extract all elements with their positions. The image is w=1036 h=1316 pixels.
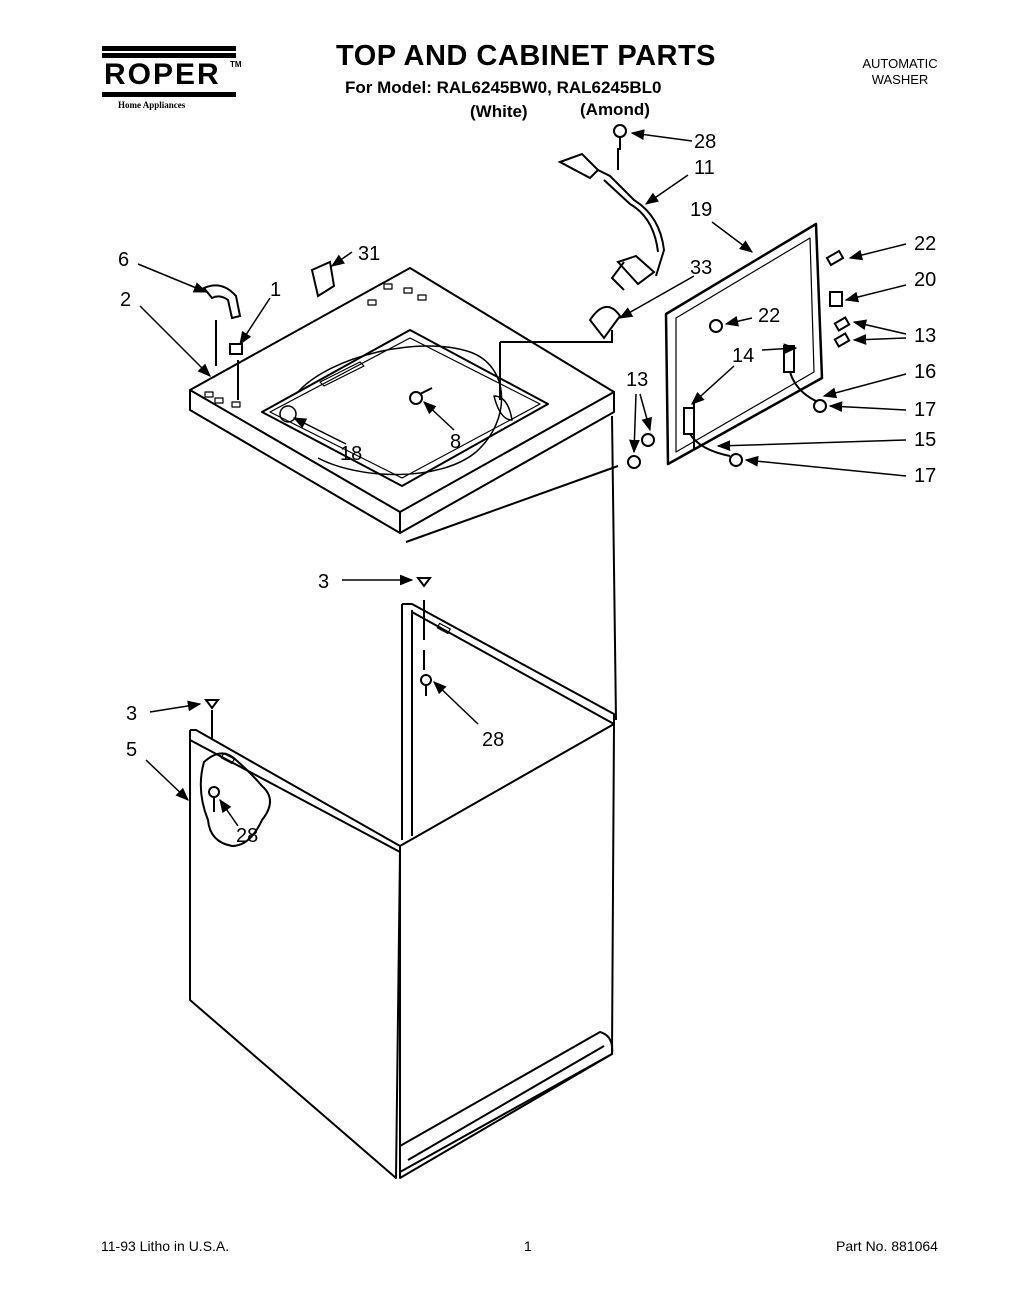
- product-type: AUTOMATIC WASHER: [850, 56, 950, 88]
- callout-31: 31: [358, 243, 380, 265]
- clip-icon: [310, 260, 336, 298]
- callout-17: 17: [914, 399, 936, 421]
- callout-33: 33: [690, 257, 712, 279]
- callout-28: 28: [694, 131, 716, 153]
- page-title: TOP AND CABINET PARTS: [336, 40, 717, 72]
- leader-lines: [137, 129, 907, 827]
- alignment-lines: [211, 148, 695, 740]
- product-line-2: WASHER: [871, 72, 929, 87]
- footer-part-number: Part No. 881064: [836, 1238, 938, 1254]
- callout-17: 17: [914, 465, 936, 487]
- callout-15: 15: [914, 429, 936, 451]
- washer-top-panel: [189, 267, 615, 534]
- callout-16: 16: [914, 361, 936, 383]
- clip-icon: [229, 343, 243, 355]
- callout-2: 2: [120, 289, 131, 311]
- callout-22: 22: [914, 233, 936, 255]
- logo-brand: ROPER: [104, 58, 221, 91]
- callout-20: 20: [914, 269, 936, 291]
- cabinet: [189, 603, 615, 1179]
- callout-28: 28: [236, 825, 258, 847]
- footer-print-info: 11-93 Litho in U.S.A.: [101, 1238, 230, 1254]
- model-line: For Model: RAL6245BW0, RAL6245BL0: [345, 78, 662, 97]
- variant-almond: (Amond): [580, 100, 650, 119]
- logo-bar: [102, 46, 236, 51]
- callout-28: 28: [482, 729, 504, 751]
- callout-6: 6: [118, 249, 129, 271]
- console-frame: [664, 222, 824, 466]
- logo-trademark: TM: [230, 60, 242, 69]
- callout-8: 8: [450, 431, 461, 453]
- roper-logo: ROPER TM Home Appliances: [102, 46, 242, 112]
- cabinet-hardware: [204, 577, 432, 812]
- callout-11: 11: [694, 157, 715, 179]
- product-line-1: AUTOMATIC: [862, 56, 938, 71]
- callout-3: 3: [126, 703, 137, 725]
- logo-subtitle: Home Appliances: [118, 100, 186, 110]
- callout-19: 19: [690, 199, 712, 221]
- logo-bar: [102, 53, 236, 58]
- clamp-icon: [202, 284, 242, 320]
- lid-switch-bracket: [588, 306, 622, 340]
- callout-13: 13: [626, 369, 648, 391]
- callout-14: 14: [732, 345, 754, 367]
- screw-icon: [409, 387, 433, 405]
- callout-22: 22: [758, 305, 780, 327]
- callout-18: 18: [340, 443, 362, 465]
- callout-5: 5: [126, 739, 137, 761]
- callout-1: 1: [270, 279, 281, 301]
- screw-icon: [613, 124, 627, 150]
- callout-3: 3: [318, 571, 329, 593]
- footer-page-number: 1: [524, 1238, 532, 1254]
- wire-harness: [557, 152, 666, 291]
- callout-13: 13: [914, 325, 936, 347]
- variant-white: (White): [470, 102, 528, 121]
- logo-bar: [102, 92, 236, 97]
